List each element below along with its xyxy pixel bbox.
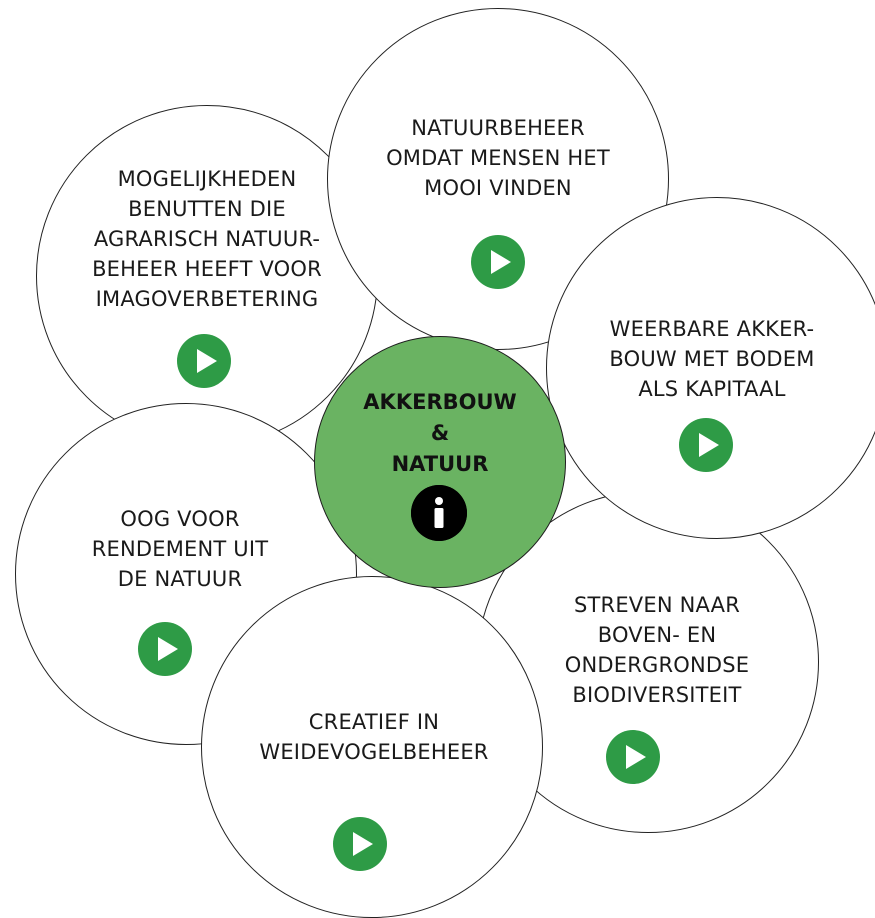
topic-label-natuurbeheer: NATUURBEHEER OMDAT MENSEN HET MOOI VINDE… (386, 116, 610, 200)
topic-circle-mogelijkheden: MOGELIJKHEDEN BENUTTEN DIE AGRARISCH NAT… (36, 105, 378, 447)
play-icon (138, 622, 192, 676)
center-title: AKKERBOUW & NATUUR (363, 390, 517, 476)
topic-label-weerbare: WEERBARE AKKER- BOUW MET BODEM ALS KAPIT… (609, 317, 815, 401)
info-icon (411, 485, 467, 541)
play-button-natuurbeheer[interactable] (471, 235, 525, 289)
topic-label-oog: OOG VOOR RENDEMENT UIT DE NATUUR (91, 507, 269, 591)
play-button-streven[interactable] (606, 730, 660, 784)
topic-label-mogelijkheden: MOGELIJKHEDEN BENUTTEN DIE AGRARISCH NAT… (92, 167, 322, 311)
topic-circle-creatief: CREATIEF IN WEIDEVOGELBEHEER (201, 576, 543, 918)
center-hub: AKKERBOUW & NATUUR (314, 336, 566, 588)
play-icon (471, 235, 525, 289)
play-button-oog[interactable] (138, 622, 192, 676)
play-icon (679, 418, 733, 472)
topic-label-streven: STREVEN NAAR BOVEN- EN ONDERGRONDSE BIOD… (564, 593, 750, 707)
play-icon (333, 817, 387, 871)
info-button[interactable] (411, 485, 467, 541)
play-button-weerbare[interactable] (679, 418, 733, 472)
play-icon (177, 334, 231, 388)
play-icon (606, 730, 660, 784)
play-button-mogelijkheden[interactable] (177, 334, 231, 388)
play-button-creatief[interactable] (333, 817, 387, 871)
topic-circle-weerbare: WEERBARE AKKER- BOUW MET BODEM ALS KAPIT… (546, 197, 875, 539)
topic-label-creatief: CREATIEF IN WEIDEVOGELBEHEER (259, 710, 489, 764)
